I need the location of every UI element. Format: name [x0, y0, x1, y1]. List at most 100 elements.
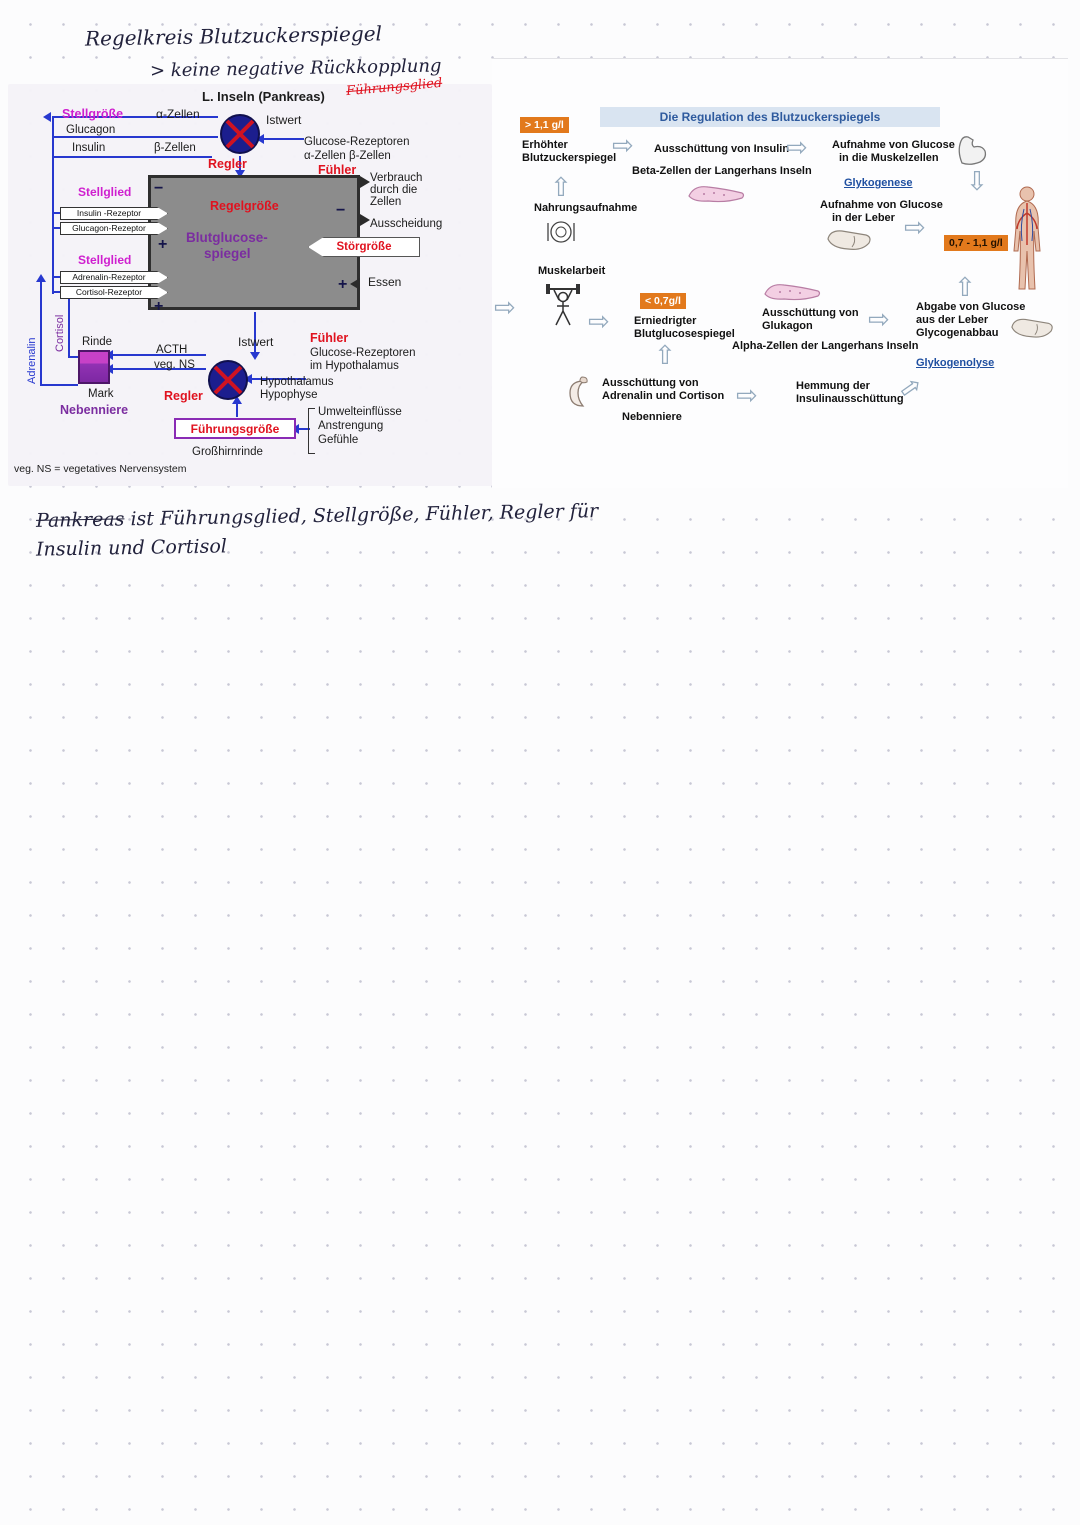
connector-fuehrungsgroesse: [236, 404, 238, 417]
arrowhead-icon: [256, 134, 264, 144]
label-blutglucose-2: spiegel: [204, 246, 251, 261]
label-blutglucose-1: Blutglucose-: [186, 230, 268, 245]
sign-minus-right: −: [336, 202, 346, 219]
label-hemmung-1: Hemmung der: [796, 380, 870, 392]
nebenniere-square: [78, 350, 110, 384]
label-stellglied-bottom: Stellglied: [78, 253, 132, 267]
sign-plus-right: +: [338, 276, 348, 293]
label-acth: ACTH: [156, 344, 188, 356]
label-erniedrigter-1: Erniedrigter: [634, 315, 697, 327]
label-veg-ns: veg. NS: [154, 359, 195, 371]
insulin-rezeptor-box: Insulin -Rezeptor: [60, 207, 168, 220]
connector-adrenalin: [40, 280, 42, 386]
connector-cortisol-h: [68, 356, 78, 358]
label-stellglied-top: Stellglied: [78, 185, 132, 199]
label-glucagon: Glucagon: [66, 124, 116, 136]
label-grosshirnrinde: Großhirnrinde: [192, 446, 263, 458]
label-cortisol-vertical: Cortisol: [54, 314, 66, 352]
muscle-arm-icon: [958, 136, 987, 165]
sign-plus-bottom: +: [154, 298, 164, 315]
label-glykogenese: Glykogenese: [844, 177, 913, 189]
arrow-right-icon: ⇨: [588, 307, 610, 337]
label-erhoehter-2: Blutzuckerspiegel: [522, 152, 617, 164]
regler-valve-icon: [220, 114, 260, 154]
label-nahrungsaufnahme: Nahrungsaufnahme: [534, 202, 638, 214]
label-aufnahme-leber-2: in der Leber: [832, 212, 895, 224]
label-aufnahme-muskel-2: in die Muskelzellen: [839, 152, 939, 164]
label-fuehler-bottom: Fühler: [310, 331, 349, 345]
label-nebenniere: Nebenniere: [622, 411, 682, 423]
label-verbrauch-3: Zellen: [370, 196, 402, 208]
arrow-right-icon: ⇨: [786, 133, 808, 163]
weightlifter-icon: [546, 284, 580, 326]
label-aufnahme-leber-1: Aufnahme von Glucose: [820, 199, 943, 211]
label-regler-top: Regler: [208, 157, 247, 171]
label-ausschuettung-adrenalin-2: Adrenalin und Cortison: [602, 390, 725, 402]
arrowhead-icon: [232, 396, 242, 404]
pancreas-icon: [764, 284, 821, 301]
label-hypothalamus: Hypothalamus: [260, 376, 334, 388]
arrowhead-icon: [360, 214, 370, 226]
label-erhoehter-1: Erhöhter: [522, 139, 568, 151]
label-ausschuettung-glukagon-2: Glukagon: [762, 320, 813, 332]
label-abgabe-1: Abgabe von Glucose: [916, 301, 1026, 313]
stoergroesse-arrow: Störgröße: [308, 237, 420, 257]
label-regler-bottom: Regler: [164, 389, 203, 403]
label-glucose-rezeptoren2-2: im Hypothalamus: [310, 360, 399, 372]
label-glykogenolyse: Glykogenolyse: [916, 357, 995, 369]
arrow-up-icon: ⇧: [954, 273, 976, 303]
label-beta-zellen: β-Zellen: [154, 142, 196, 154]
label-hypophyse: Hypophyse: [260, 389, 318, 401]
label-ausscheidung: Ausscheidung: [370, 218, 443, 230]
label-alpha-zellen: α-Zellen: [156, 107, 200, 121]
flowchart-title: Die Regulation des Blutzuckerspiegels: [600, 107, 940, 127]
label-anstrengung: Anstrengung: [318, 420, 384, 432]
label-ausschuettung-adrenalin-1: Ausschüttung von: [602, 377, 699, 389]
connector-fuehler-regler: [264, 138, 304, 140]
label-ausschuettung-insulin: Ausschüttung von Insulin: [654, 143, 790, 155]
bracket-shape: [308, 408, 315, 454]
connector-cortisol: [68, 296, 70, 358]
arrow-right-icon: ⇨: [494, 293, 516, 323]
control-loop-diagram: L. Inseln (Pankreas) Führungsglied Stell…: [8, 76, 492, 486]
label-ab-zellen: α-Zellen β-Zellen: [304, 150, 391, 162]
label-alpha-zellen: Alpha-Zellen der Langerhans Inseln: [732, 340, 919, 352]
label-muskelarbeit: Muskelarbeit: [538, 265, 606, 277]
label-regelgroesse: Regelgröße: [210, 199, 279, 213]
connector-insulin: [52, 156, 212, 158]
note-word-pankreas: Pankreas: [35, 508, 125, 532]
connector-stub: [52, 212, 62, 214]
human-body-icon: [1013, 186, 1041, 290]
arrowhead-icon: [350, 278, 360, 290]
arrowhead-icon: [235, 170, 245, 178]
label-umwelteinfluesse: Umwelteinflüsse: [318, 406, 402, 418]
connector-acth: [112, 354, 206, 356]
arrow-right-icon: ⇨: [612, 131, 634, 161]
badge-low-glucose: < 0,7g/l: [640, 293, 686, 309]
loop-header: L. Inseln (Pankreas): [202, 89, 325, 104]
arrowhead-icon: [36, 274, 46, 282]
handwritten-note-line2: Insulin und Cortisol: [35, 535, 228, 561]
arrow-up-icon: ⇧: [550, 173, 572, 203]
label-stellgroesse: Stellgröße: [62, 107, 124, 121]
liver-icon: [1011, 318, 1053, 338]
label-verbrauch-1: Verbrauch: [370, 172, 423, 184]
arrow-right-icon: ⇨: [904, 213, 926, 243]
label-nebenniere: Nebenniere: [60, 403, 129, 417]
label-erniedrigter-2: Blutglucosespiegel: [634, 328, 735, 340]
arrowhead-icon: [43, 112, 51, 122]
label-essen: Essen: [368, 275, 402, 289]
connector-regler-box: [239, 156, 241, 173]
connector-trunk: [52, 116, 54, 294]
label-abgabe-3: Glycogenabbau: [916, 327, 999, 339]
label-rinde: Rinde: [82, 336, 113, 348]
arrow-right-icon: ⇨: [736, 381, 758, 411]
loop-legend: veg. NS = vegetatives Nervensystem: [14, 463, 187, 475]
badge-normal-glucose: 0,7 - 1,1 g/l: [944, 235, 1008, 251]
connector-adrenalin-h: [40, 384, 78, 386]
label-verbrauch-2: durch die: [370, 184, 418, 196]
label-beta-zellen: Beta-Zellen der Langerhans Inseln: [632, 165, 812, 177]
regler-valve-icon: [208, 360, 248, 400]
sign-minus-left: −: [154, 180, 164, 197]
meal-plate-icon: [547, 221, 575, 243]
